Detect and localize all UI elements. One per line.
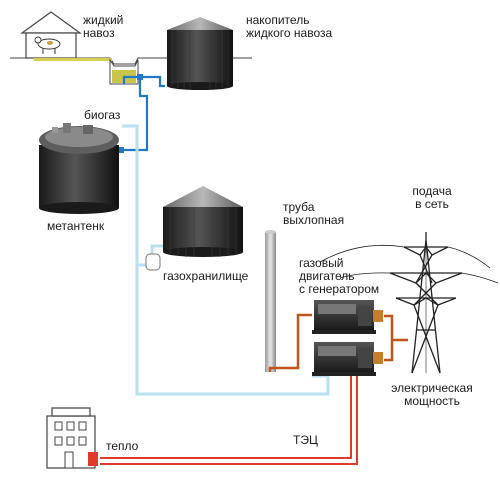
label-liquid-manure: жидкий навоз xyxy=(83,13,124,40)
label-manure-storage: накопитель жидкого навоза xyxy=(246,13,333,40)
label-heat: тепло xyxy=(106,439,139,453)
label-chp: ТЭЦ xyxy=(293,433,318,447)
exhaust-connector xyxy=(268,313,312,372)
power-tower-icon xyxy=(319,232,499,374)
label-biogas: биогаз xyxy=(84,108,121,122)
gas-engine-generator-top xyxy=(312,300,383,334)
gas-engine-generator-bottom xyxy=(312,342,383,376)
barn xyxy=(20,11,82,59)
gas-holder-tank xyxy=(145,186,243,271)
label-gas-engine: газовый двигатель с генератором xyxy=(299,256,380,296)
label-grid-supply: подача в сеть xyxy=(412,184,452,211)
label-exhaust-pipe: труба выхлопная xyxy=(283,200,345,227)
manure-storage-tank xyxy=(167,17,233,90)
label-gas-holder: газохранилище xyxy=(163,269,249,283)
digester-tank xyxy=(39,123,119,214)
label-digester: метантенк xyxy=(47,219,105,233)
power-lines xyxy=(384,314,408,362)
cow-icon xyxy=(34,36,61,54)
liquid-pipes xyxy=(122,75,165,152)
factory-building-icon xyxy=(46,407,98,469)
label-electric-power: электрическая мощность xyxy=(391,381,473,408)
heat-pipes xyxy=(100,376,358,465)
exhaust-stack xyxy=(265,230,276,372)
